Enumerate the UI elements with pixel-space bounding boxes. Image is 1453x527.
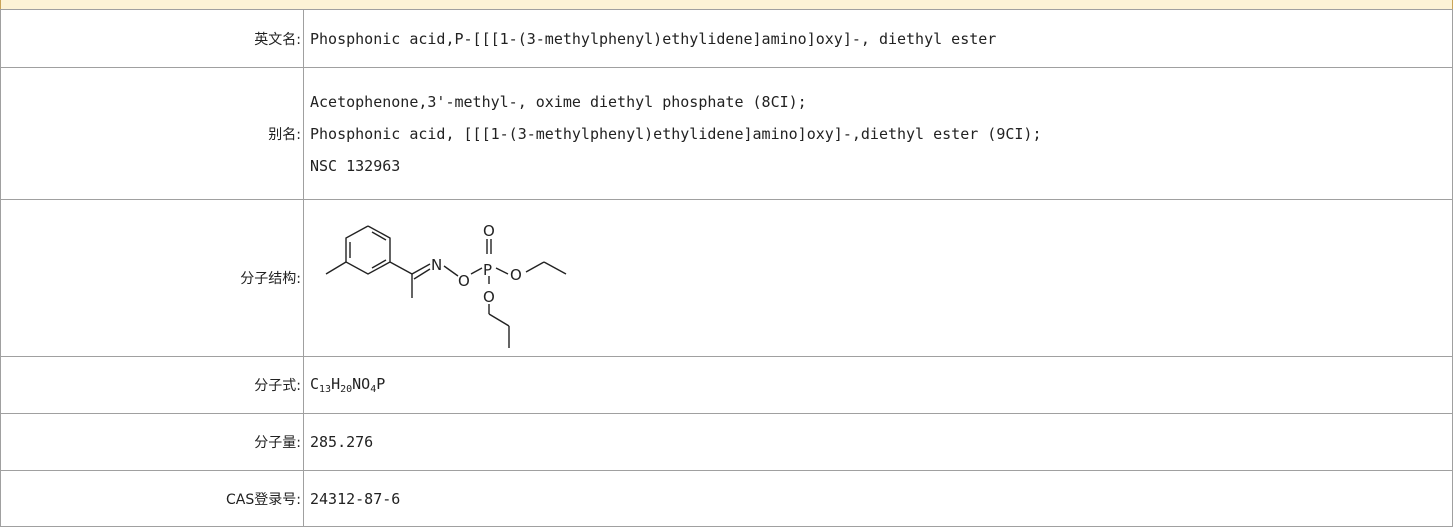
row-english-name: 英文名: Phosphonic acid,P-[[[1-(3-methylphe…	[0, 9, 1453, 68]
row-molecular-weight: 分子量: 285.276	[0, 413, 1453, 471]
formula-value: C13H20NO4P	[303, 356, 1453, 414]
compound-info-table: 英文名: Phosphonic acid,P-[[[1-(3-methylphe…	[0, 9, 1453, 527]
row-formula: 分子式: C13H20NO4P	[0, 356, 1453, 414]
atom-o: O	[483, 222, 495, 240]
row-cas: CAS登录号: 24312-87-6	[0, 470, 1453, 527]
formula-element: H	[331, 375, 341, 393]
cas-label: CAS登录号:	[0, 470, 304, 527]
atom-n: N	[431, 256, 442, 274]
molecular-structure-image: N O P O O O	[325, 222, 567, 348]
synonyms-value: Acetophenone,3'-methyl-, oxime diethyl p…	[303, 67, 1453, 200]
atom-o: O	[483, 288, 495, 306]
cas-value: 24312-87-6	[303, 470, 1453, 527]
structure-label: 分子结构:	[0, 199, 304, 357]
formula-element: C	[310, 375, 320, 393]
english-name-label: 英文名:	[0, 9, 304, 68]
formula-label: 分子式:	[0, 356, 304, 414]
atom-o: O	[510, 266, 522, 284]
molecular-weight-label: 分子量:	[0, 413, 304, 471]
molecular-weight-value: 285.276	[303, 413, 1453, 471]
formula-subscript: 20	[340, 384, 353, 395]
formula-subscript: 4	[370, 384, 377, 395]
formula-element: NO	[352, 375, 371, 393]
row-structure: 分子结构:	[0, 199, 1453, 357]
atom-p: P	[483, 261, 492, 279]
english-name-value: Phosphonic acid,P-[[[1-(3-methylphenyl)e…	[303, 9, 1453, 68]
synonym-item: Acetophenone,3'-methyl-, oxime diethyl p…	[310, 92, 807, 111]
atom-o: O	[458, 272, 470, 290]
structure-value: N O P O O O	[303, 199, 1453, 357]
synonym-item: NSC 132963	[310, 156, 401, 175]
synonyms-label: 别名:	[0, 67, 304, 200]
row-synonyms: 别名: Acetophenone,3'-methyl-, oxime dieth…	[0, 67, 1453, 200]
formula-element: P	[376, 375, 386, 393]
formula-subscript: 13	[319, 384, 332, 395]
synonym-item: Phosphonic acid, [[[1-(3-methylphenyl)et…	[310, 124, 1042, 143]
